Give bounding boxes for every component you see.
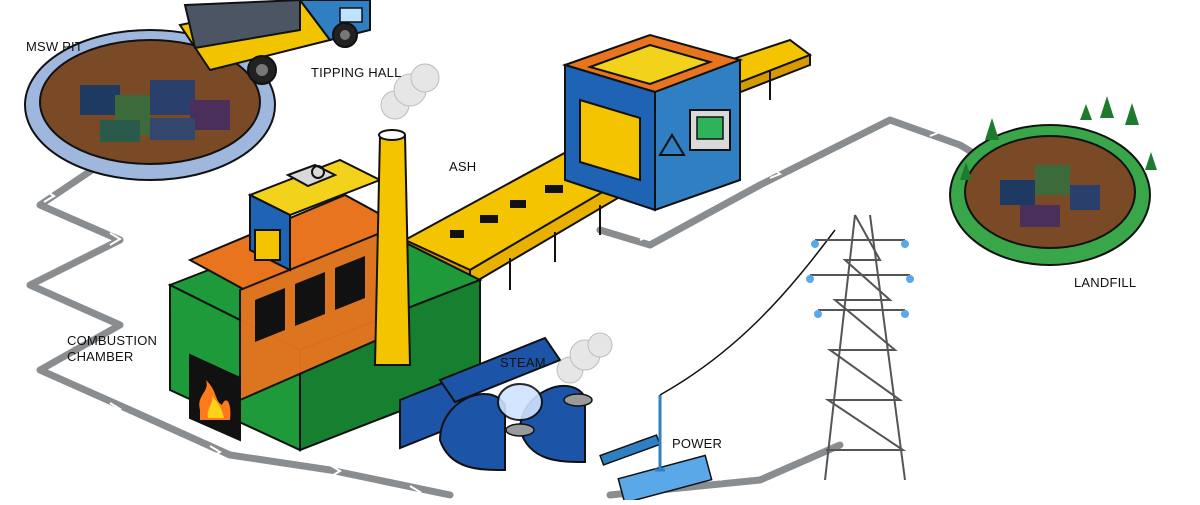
label-combustion-chamber: COMBUSTION CHAMBER [67, 333, 157, 365]
arrow-marker [929, 127, 943, 137]
label-power: POWER [672, 436, 723, 451]
arrow-marker [639, 229, 653, 241]
flow-path-pit-to-combustion [26, 166, 234, 459]
label-ash: ASH [449, 159, 477, 174]
label-landfill: LANDFILL [1074, 275, 1137, 290]
arrow-marker [109, 232, 122, 246]
arrow-marker [43, 189, 56, 203]
tree-icon [960, 96, 1157, 180]
arrow-marker [409, 485, 422, 499]
label-tipping-hall: TIPPING HALL [311, 65, 402, 80]
smoke-icon [380, 63, 440, 120]
arrow-marker [769, 167, 783, 179]
arrow-marker [209, 445, 222, 459]
dump-truck-icon [178, 0, 371, 85]
furnace-door [189, 353, 241, 442]
turbine-icon [399, 336, 713, 504]
arrow-marker [719, 471, 733, 481]
arrow-marker [329, 464, 342, 478]
flow-path-combustion-to-turbine [226, 451, 454, 499]
transmission-tower-icon [810, 214, 910, 481]
flow-path-ash-to-landfill [596, 116, 1014, 249]
landfill [949, 96, 1157, 266]
pit-waste [80, 80, 230, 142]
arrow-marker [799, 445, 812, 459]
label-steam: STEAM [500, 355, 546, 370]
arrow-marker [109, 402, 122, 416]
label-combustion-line1: COMBUSTION [67, 333, 158, 348]
smoke-icon [556, 332, 613, 384]
arrow-marker [43, 317, 56, 331]
fire-icon [199, 380, 231, 420]
chimney [373, 129, 412, 366]
label-msw-pit: MSW PIT [26, 39, 84, 54]
power-output-mast [655, 229, 836, 472]
label-combustion-line2: CHAMBER [67, 349, 134, 364]
ash-processing-unit [561, 33, 744, 212]
building-windows [255, 256, 365, 342]
tower-insulators [806, 240, 914, 318]
